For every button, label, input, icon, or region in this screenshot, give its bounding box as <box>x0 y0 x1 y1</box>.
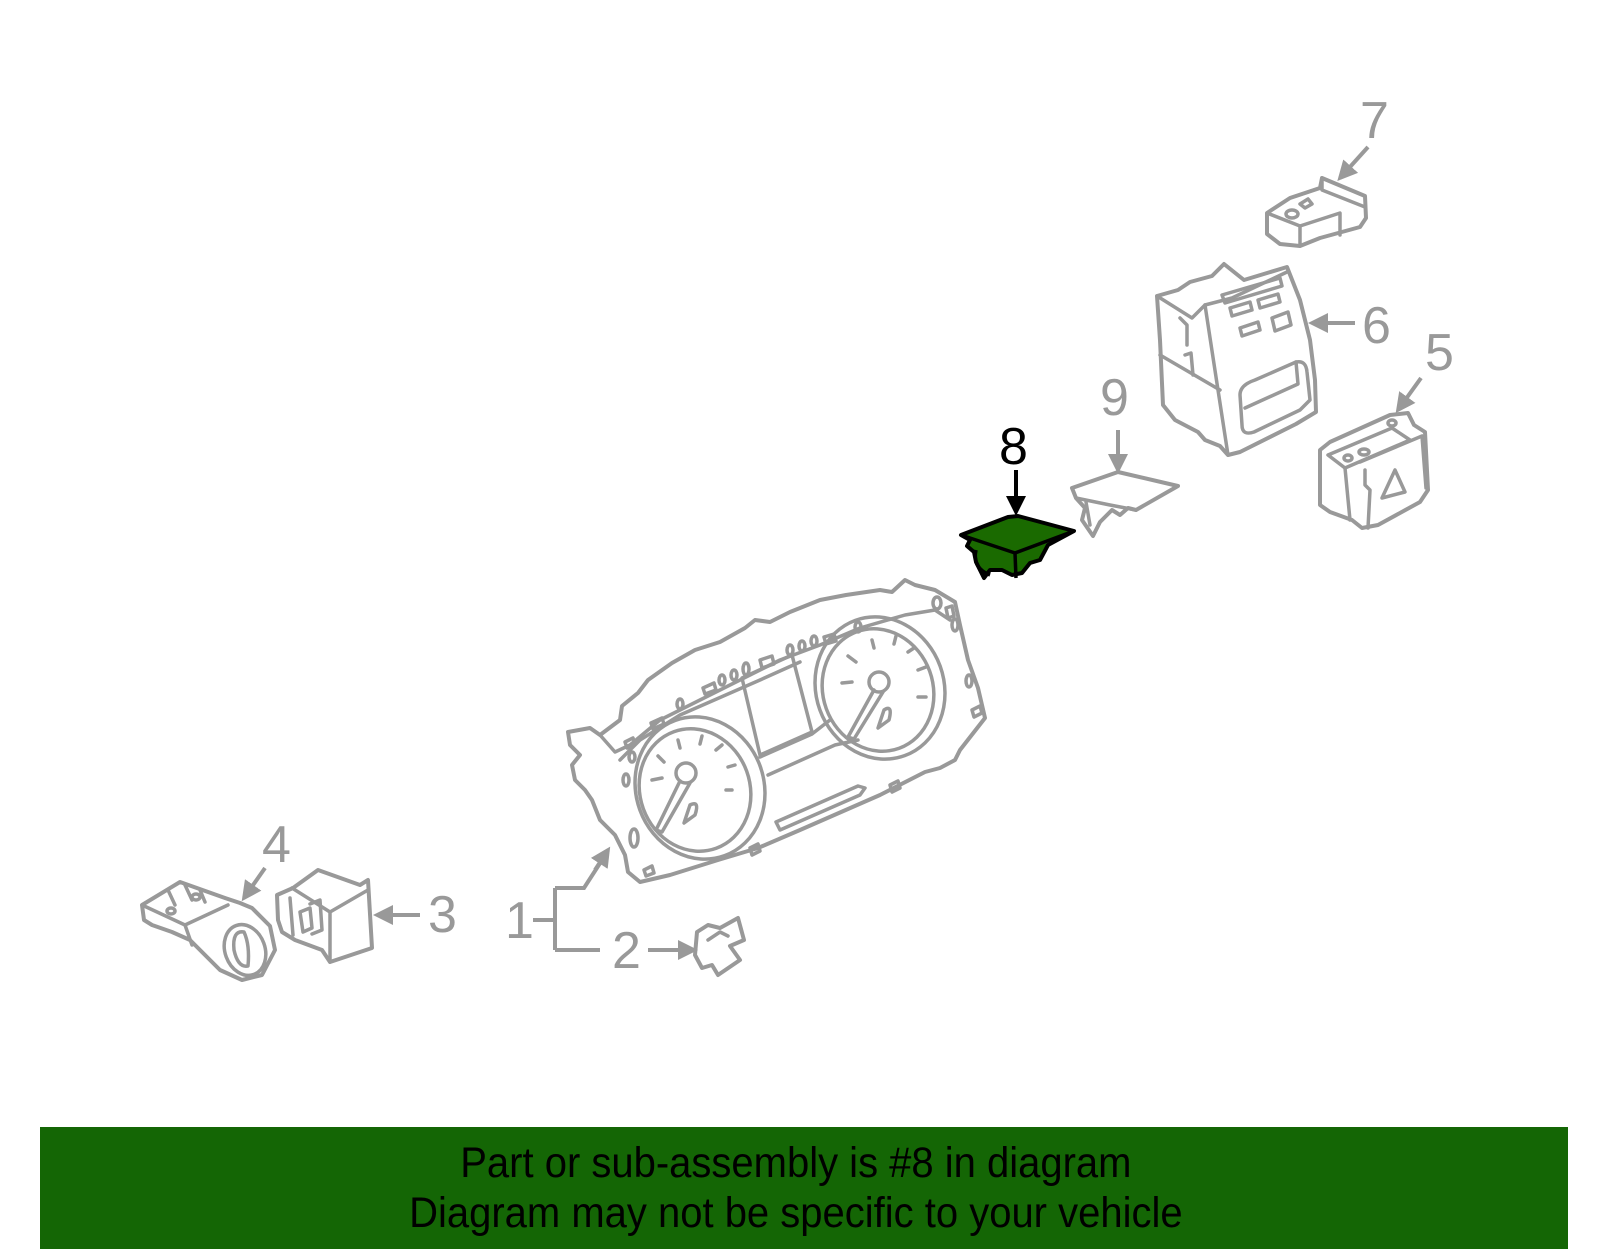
callout-8[interactable]: 8 <box>999 418 1028 516</box>
callout-4[interactable]: 4 <box>241 816 291 902</box>
banner-part-notice: Part or sub-assembly is #8 in diagram <box>460 1139 1132 1187</box>
part-6-bezel[interactable] <box>1155 262 1318 457</box>
leader-bracket-1 <box>533 855 606 950</box>
svg-text:5: 5 <box>1425 324 1454 382</box>
callout-9[interactable]: 9 <box>1100 369 1129 474</box>
part-8-highlighted[interactable] <box>959 514 1076 580</box>
leader-arrow-1 <box>590 846 611 872</box>
callout-3[interactable]: 3 <box>373 886 457 944</box>
svg-text:1: 1 <box>505 892 534 950</box>
part-3-switch[interactable] <box>275 868 374 964</box>
svg-text:9: 9 <box>1100 369 1129 427</box>
svg-text:3: 3 <box>428 886 457 944</box>
leader-arrow-5 <box>1395 376 1423 414</box>
banner-disclaimer: Diagram may not be specific to your vehi… <box>409 1189 1183 1237</box>
leader-arrow-7 <box>1337 145 1370 181</box>
svg-text:4: 4 <box>262 816 291 874</box>
part-9-bracket[interactable] <box>1070 470 1180 538</box>
svg-text:7: 7 <box>1360 92 1389 150</box>
part-4-headlamp-switch[interactable] <box>140 880 277 982</box>
part-2-clip[interactable] <box>693 916 746 977</box>
callout-2[interactable]: 2 <box>555 922 698 980</box>
callout-7[interactable]: 7 <box>1337 92 1389 181</box>
callout-6[interactable]: 6 <box>1308 297 1391 355</box>
part-7-switch[interactable] <box>1265 176 1368 248</box>
svg-text:2: 2 <box>612 922 641 980</box>
part-5-hazard-switch[interactable] <box>1318 411 1430 530</box>
svg-text:8: 8 <box>999 418 1028 476</box>
svg-text:6: 6 <box>1362 297 1391 355</box>
callout-5[interactable]: 5 <box>1395 324 1454 414</box>
part-1-instrument-cluster[interactable] <box>566 578 987 884</box>
callout-1[interactable]: 1 <box>505 846 611 950</box>
info-banner: Part or sub-assembly is #8 in diagram Di… <box>40 1127 1568 1249</box>
leader-arrow-4 <box>241 866 267 902</box>
